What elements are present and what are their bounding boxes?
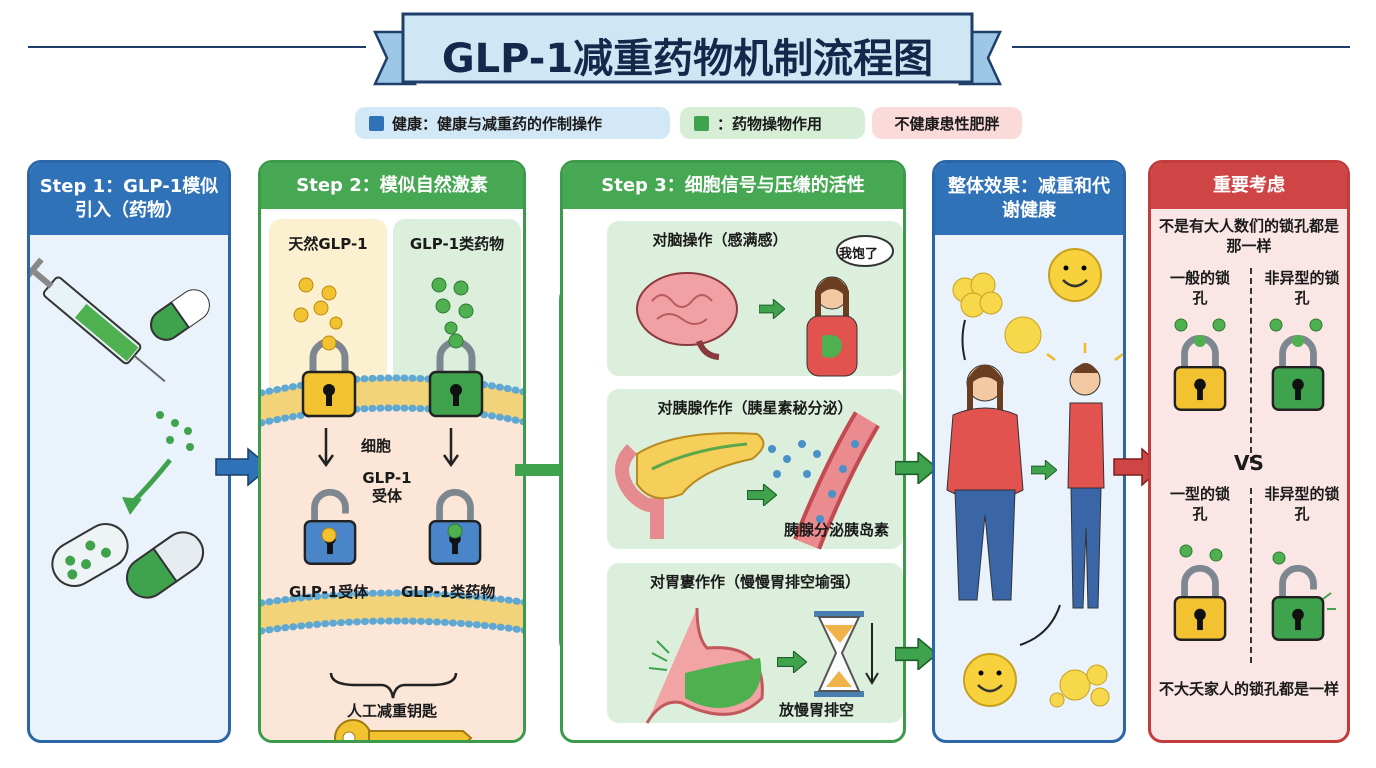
brain-effect-panel: 对脑操作（感满感） 我饱了 <box>607 221 903 377</box>
receptor-illustration <box>261 277 523 740</box>
legend-healthy: 健康：健康与减重药的作制操作 <box>355 107 670 139</box>
title-rule-right <box>1012 46 1350 48</box>
brain-illustration <box>636 235 894 377</box>
stomach-effect-panel: 对胃寠作作（慢慢胃排空堬强） 放慢胃排空 <box>607 563 903 724</box>
atypical-lock-label-1: 非异型的锁孔 <box>1264 269 1340 307</box>
legend-label: ：药物操物作用 <box>717 114 823 133</box>
step1-panel: Step 1：GLP-1模似引入（药物） <box>27 160 231 743</box>
divider-bottom <box>1250 488 1252 663</box>
vs-label: VS <box>1234 451 1264 475</box>
key-label: 人工减重钥匙 <box>346 702 437 720</box>
stomach-caption: 放慢胃排空 <box>779 701 855 719</box>
syringe-pill-illustration <box>30 257 210 599</box>
step2-panel: Step 2：模似自然激素 天然GLP-1 GLP-1类药物 细胞 GLP-1受… <box>258 160 526 743</box>
stomach-illustration <box>645 607 879 724</box>
considerations-header: 重要考虑 <box>1151 163 1347 209</box>
glp1-drug-caption: GLP-1类药物 <box>401 583 496 601</box>
natural-glp1-label: 天然GLP-1 <box>288 235 368 253</box>
considerations-outro: 不大夭家人的锁孔都是一样 <box>1158 680 1339 698</box>
effect-header: 整体效果：减重和代谢健康 <box>935 163 1123 235</box>
legend-label: 健康：健康与减重药的作制操作 <box>392 114 603 133</box>
pancreas-effect-title: 对胰腺作作（胰星素秘分泌） <box>657 399 853 417</box>
effect-panel: 整体效果：减重和代谢健康 <box>932 160 1126 743</box>
legend-swatch-green <box>694 115 709 131</box>
legend-unhealthy: 不健康患性肥胖 <box>872 107 1022 139</box>
divider-top <box>1250 268 1252 463</box>
type-lock-label: 一型的锁孔 <box>1169 485 1230 523</box>
glp1-drug-label: GLP-1类药物 <box>409 235 505 253</box>
title-banner: GLP-1减重药物机制流程图 <box>373 12 1002 92</box>
stomach-effect-title: 对胃寠作作（慢慢胃排空堬强） <box>649 573 860 591</box>
legend-swatch-blue <box>369 115 384 131</box>
legend-drug: ：药物操物作用 <box>680 107 865 139</box>
cell-area <box>261 393 523 740</box>
weight-loss-illustration <box>946 248 1123 708</box>
step2-header: Step 2：模似自然激素 <box>261 163 523 209</box>
svg-text:?: ? <box>1292 609 1304 633</box>
step1-header: Step 1：GLP-1模似引入（药物） <box>30 163 228 235</box>
legend-label: 不健康患性肥胖 <box>894 114 1000 133</box>
considerations-intro: 不是有大人数们的锁孔都是那一样 <box>1158 217 1339 255</box>
glp1-receptor-caption: GLP-1受体 <box>289 583 369 601</box>
lock-comparison-illustration: ? <box>1151 318 1336 643</box>
page-title: GLP-1减重药物机制流程图 <box>441 36 934 82</box>
brain-effect-title: 对脑操作（感满感） <box>652 231 788 249</box>
considerations-panel: 重要考虑 不是有大人数们的锁孔都是那一样 一般的锁孔 非异型的锁孔 VS 一型的… <box>1148 160 1350 743</box>
step3-panel: Step 3：细胞信号与压缣的活性 对脑操作（感满感） 我饱了 对胰腺作作（胰星… <box>560 160 906 743</box>
glp1-drug-area <box>393 219 521 399</box>
title-rule-left <box>28 46 366 48</box>
atypical-lock-label-2: 非异型的锁孔 <box>1264 485 1340 523</box>
speech-bubble-text: 我饱了 <box>839 247 879 262</box>
general-lock-label: 一般的锁孔 <box>1169 269 1230 307</box>
pancreas-caption: 胰腺分泌胰岛素 <box>783 521 889 539</box>
pancreas-illustration <box>615 411 880 550</box>
receptor-label: GLP-1受体 <box>362 469 412 505</box>
cell-label: 细胞 <box>361 437 392 455</box>
pancreas-effect-panel: 对胰腺作作（胰星素秘分泌） 胰腺分泌胰岛素 <box>607 389 903 550</box>
step3-header: Step 3：细胞信号与压缣的活性 <box>563 163 903 209</box>
